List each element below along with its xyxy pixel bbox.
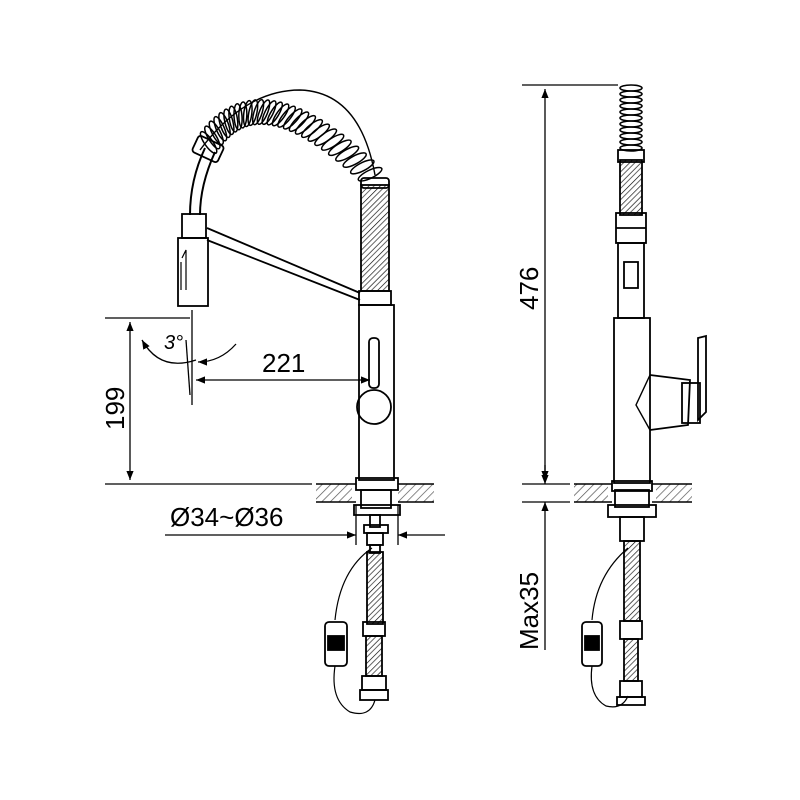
- deck-left: [316, 483, 434, 503]
- spring-loop: [277, 105, 297, 128]
- spring-loop: [271, 103, 290, 127]
- spring-loop: [619, 120, 643, 128]
- spring-loop: [288, 111, 310, 133]
- spring-loop: [619, 114, 643, 122]
- spring-loop: [294, 114, 317, 135]
- label-angle: 3°: [164, 332, 183, 354]
- side-view-left: [177, 89, 401, 715]
- dimension-labels-right: 476 Max35: [514, 267, 544, 650]
- spring-loop: [238, 101, 248, 129]
- spring-loop: [342, 152, 367, 168]
- spring-coil: [199, 98, 383, 182]
- spring-coil-right: [619, 84, 643, 152]
- spring-loop: [282, 108, 303, 130]
- deck-right: [574, 483, 692, 503]
- spring-loop: [619, 126, 643, 134]
- spring-loop: [619, 84, 643, 92]
- label-reach: 221: [262, 348, 305, 378]
- spring-loop: [619, 144, 643, 152]
- spring-loop: [619, 138, 643, 146]
- front-view-right: [581, 84, 707, 708]
- spring-loop: [619, 108, 643, 116]
- dimension-lines-right: [522, 84, 618, 650]
- spring-loop: [349, 159, 375, 175]
- spring-loop: [335, 145, 360, 162]
- dimension-labels-left: 221 199 Ø34~Ø36 3°: [100, 332, 305, 532]
- dimension-lines-left: [105, 310, 445, 545]
- spring-loop: [327, 139, 352, 157]
- spring-loop: [242, 99, 253, 128]
- label-max-deck: Max35: [514, 572, 544, 650]
- spring-loop: [619, 102, 643, 110]
- label-hole-diameter: Ø34~Ø36: [170, 502, 283, 532]
- spring-loop: [619, 90, 643, 98]
- spring-loop: [619, 132, 643, 140]
- spring-loop: [619, 96, 643, 104]
- spring-loop: [261, 100, 277, 126]
- spring-loop: [266, 101, 284, 126]
- spring-loop: [228, 105, 239, 133]
- spring-loop: [233, 103, 243, 131]
- label-outlet-height: 199: [100, 387, 130, 430]
- spring-loop: [256, 99, 271, 126]
- spring-loop: [251, 98, 265, 126]
- label-total-height: 476: [514, 267, 544, 310]
